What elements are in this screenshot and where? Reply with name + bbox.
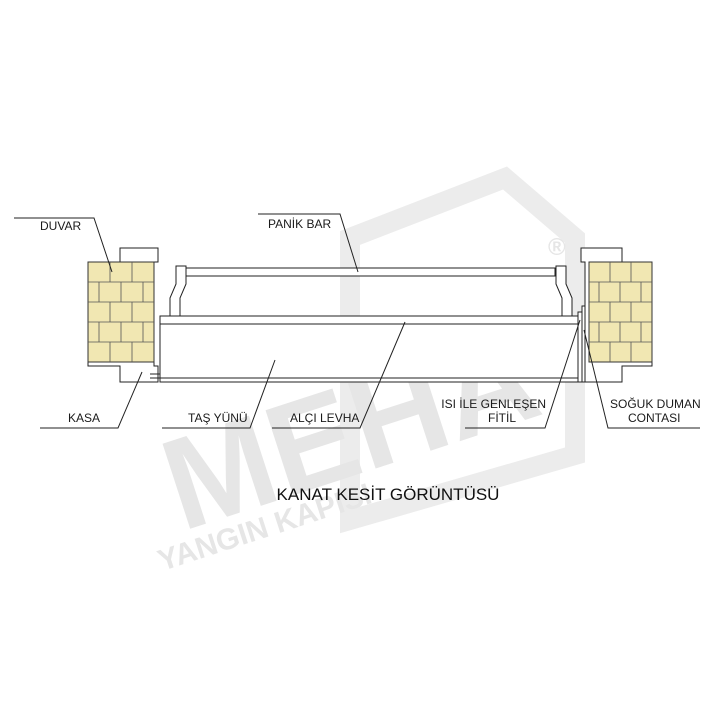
label-duvar: DUVAR (40, 219, 81, 233)
left-wall (87, 261, 155, 363)
leader-alci-levha (272, 321, 406, 429)
label-kasa: KASA (68, 411, 100, 425)
leader-soguk-duman (583, 329, 700, 429)
intumescent-strip (577, 311, 583, 383)
diagram-title: KANAT KESİT GÖRÜNTÜSÜ (277, 485, 500, 504)
panic-bar-left-bracket (169, 265, 187, 319)
panic-bar-tube (184, 267, 556, 277)
leader-kasa (40, 371, 143, 429)
label-alci-levha: ALÇI LEVHA (290, 411, 359, 425)
label-tas-yunu: TAŞ YÜNÜ (188, 411, 248, 425)
leader-lines (14, 213, 700, 429)
left-wall-block (87, 261, 155, 363)
label-fitil: FİTİL (488, 411, 516, 425)
leader-panik-bar (258, 213, 359, 273)
smoke-seal (581, 305, 586, 383)
leader-tas-yunu (162, 359, 276, 429)
door-leaf-body (159, 315, 579, 383)
label-contasi: CONTASI (628, 411, 680, 425)
label-isi-ile-genlesen: ISI İLE GENLEŞEN (441, 397, 546, 411)
door-leaf (159, 305, 586, 383)
watermark-registered: ® (548, 234, 566, 261)
leader-fitil (465, 319, 581, 429)
label-soguk-duman: SOĞUK DUMAN (610, 396, 701, 411)
panic-bar (169, 265, 573, 319)
right-wall-block (588, 261, 653, 363)
leader-duvar (14, 217, 113, 273)
label-panik-bar: PANİK BAR (268, 217, 331, 231)
right-wall (588, 261, 653, 363)
